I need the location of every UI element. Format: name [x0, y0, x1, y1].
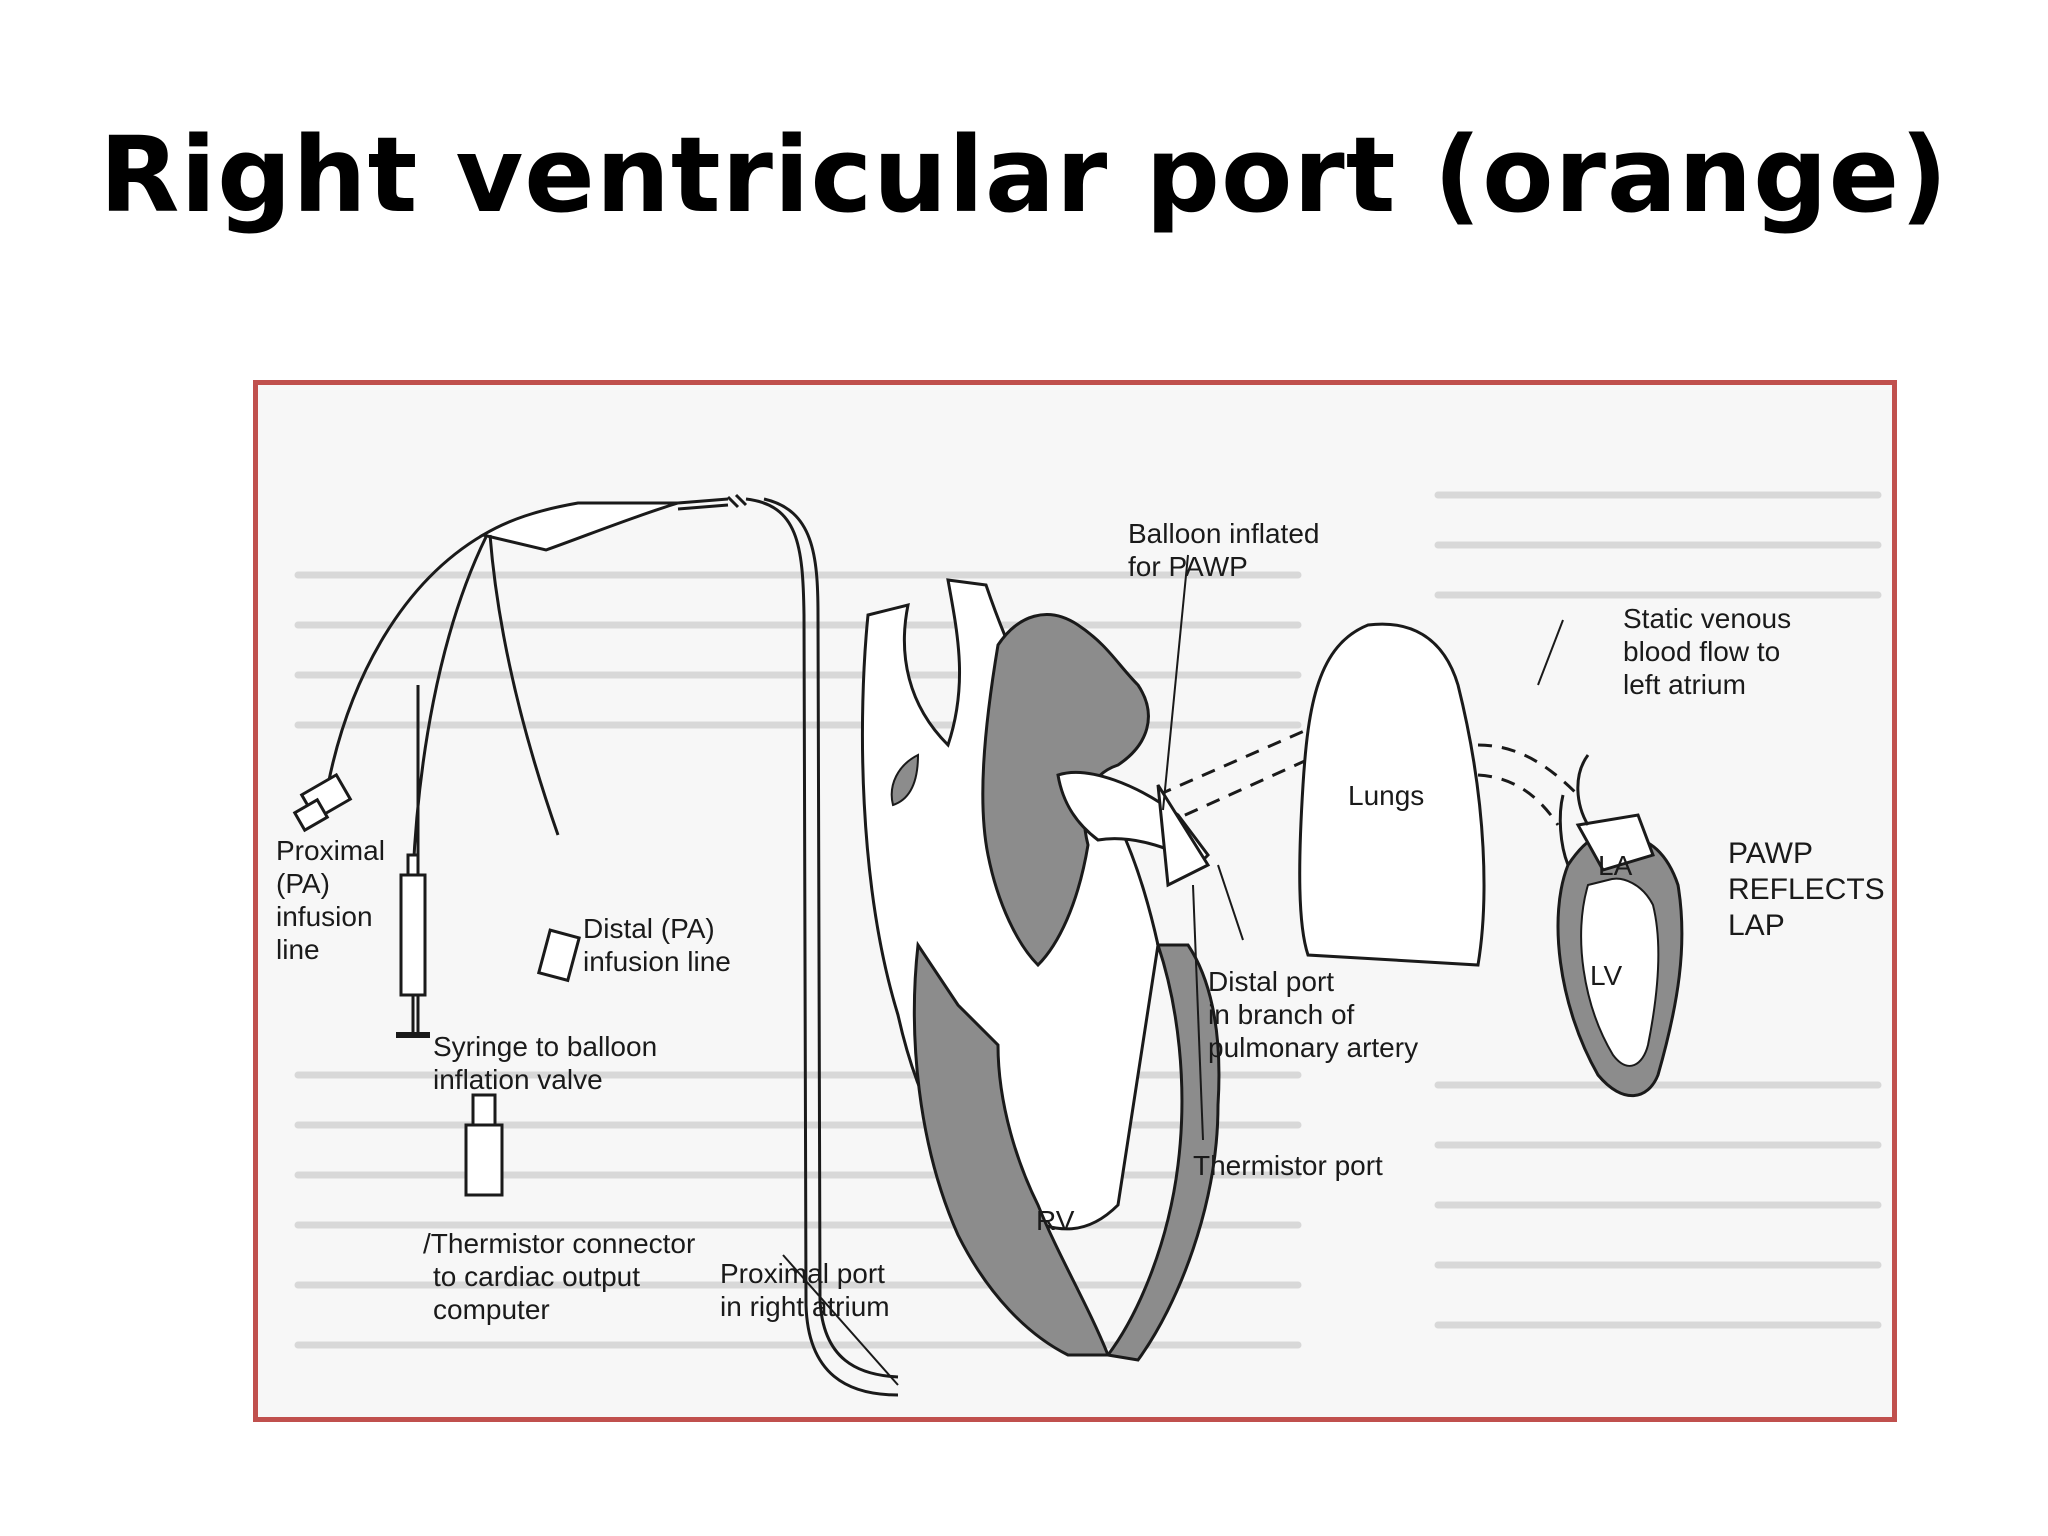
- label-distal-port-2: in branch of: [1208, 999, 1355, 1030]
- label-balloon-2: for PAWP: [1128, 551, 1248, 582]
- label-thermistor-connector-1: /Thermistor connector: [423, 1228, 695, 1259]
- syringe-icon: [396, 853, 430, 1038]
- left-heart-illustration: [1556, 754, 1684, 1098]
- label-proximal-port-2: in right atrium: [720, 1291, 890, 1322]
- diagram-labels: Proximal (PA) infusion line Distal (PA) …: [276, 518, 1885, 1325]
- slide-title: Right ventricular port (orange): [99, 114, 1949, 236]
- label-proximal-infusion-4: line: [276, 934, 320, 965]
- label-distal-infusion-2: infusion line: [583, 946, 731, 977]
- label-proximal-infusion-3: infusion: [276, 901, 373, 932]
- label-syringe-2: inflation valve: [433, 1064, 603, 1095]
- label-static-flow-2: blood flow to: [1623, 636, 1780, 667]
- label-static-flow-3: left atrium: [1623, 669, 1746, 700]
- label-lv: LV: [1590, 960, 1622, 991]
- label-pawp-2: REFLECTS: [1728, 873, 1885, 906]
- label-proximal-infusion-2: (PA): [276, 868, 330, 899]
- pulmonary-flow: [1156, 723, 1580, 888]
- catheter-diagram: Proximal (PA) infusion line Distal (PA) …: [276, 491, 1885, 1397]
- label-static-flow-1: Static venous: [1623, 603, 1791, 634]
- label-thermistor-connector-3: computer: [433, 1294, 550, 1325]
- label-proximal-port-1: Proximal port: [720, 1258, 885, 1289]
- label-la: LA: [1598, 850, 1633, 881]
- leader-lines: [782, 554, 1564, 1386]
- label-lungs: Lungs: [1348, 780, 1424, 811]
- heart-illustration: [860, 578, 1221, 1362]
- label-balloon-1: Balloon inflated: [1128, 518, 1319, 549]
- label-proximal-infusion-1: Proximal: [276, 835, 385, 866]
- label-thermistor-port: Thermistor port: [1193, 1150, 1383, 1181]
- label-distal-port-1: Distal port: [1208, 966, 1334, 997]
- label-pawp-1: PAWP: [1728, 837, 1813, 870]
- label-distal-port-3: pulmonary artery: [1208, 1032, 1418, 1063]
- lung-illustration: [1298, 622, 1486, 967]
- distal-connector-icon: [536, 928, 581, 983]
- label-thermistor-connector-2: to cardiac output: [433, 1261, 640, 1292]
- catheter-diagram-frame: Proximal (PA) infusion line Distal (PA) …: [253, 380, 1897, 1422]
- label-distal-infusion-1: Distal (PA): [583, 913, 715, 944]
- label-pawp-3: LAP: [1728, 909, 1785, 942]
- proximal-connector-icon: [292, 772, 353, 833]
- thermistor-connector-icon: [464, 1093, 504, 1197]
- label-syringe-1: Syringe to balloon: [433, 1031, 657, 1062]
- label-rv: RV: [1036, 1205, 1075, 1236]
